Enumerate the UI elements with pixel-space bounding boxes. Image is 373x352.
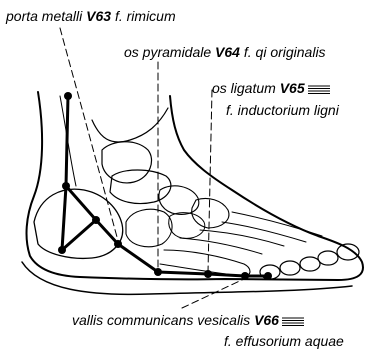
toe-1 [337,244,359,260]
label-v63-code: V63 [86,8,111,24]
label-v65: os ligatum V65 [212,80,330,96]
talus [110,170,171,204]
label-v66-prefix: vallis communicans vesicalis [72,312,254,328]
navicular [159,186,199,215]
toe-4 [280,261,300,275]
meridian-branch [66,186,96,220]
label-v66-sub: f. effusorium aquae [224,333,344,349]
malleolus [102,142,152,183]
point-v64 [154,268,162,276]
toe-2 [318,251,338,265]
cuboid [126,209,172,247]
label-v66-code: V66 [254,312,279,328]
label-v65-sub: f. inductorium ligni [226,102,339,118]
trigram-icon [282,316,304,326]
point-upper [64,92,72,100]
point-v66 [241,272,249,280]
label-v63-suffix: f. rimicum [111,8,176,24]
point-v65 [204,270,212,278]
tibia [92,108,168,142]
label-v64-code: V64 [215,44,240,60]
label-v66: vallis communicans vesicalis V66 [72,312,304,328]
label-v64: os pyramidale V64 f. qi originalis [124,44,326,60]
cuneiform-2 [169,213,205,239]
point-v63 [114,240,122,248]
sole-line [22,262,352,294]
toe-3 [300,257,320,271]
label-v64-prefix: os pyramidale [124,44,215,60]
point-mid [92,216,100,224]
label-v64-suffix: f. qi originalis [240,44,326,60]
point-heel [58,246,66,254]
leader-v65 [208,90,212,272]
label-v65-code: V65 [280,80,305,96]
point-ankle [62,182,70,190]
label-v63-prefix: porta metalli [6,8,86,24]
trigram-icon [308,84,330,94]
label-v63: porta metalli V63 f. rimicum [6,8,176,24]
label-v65-prefix: os ligatum [212,80,280,96]
cuneiforms [192,198,229,228]
point-toe [264,272,272,280]
